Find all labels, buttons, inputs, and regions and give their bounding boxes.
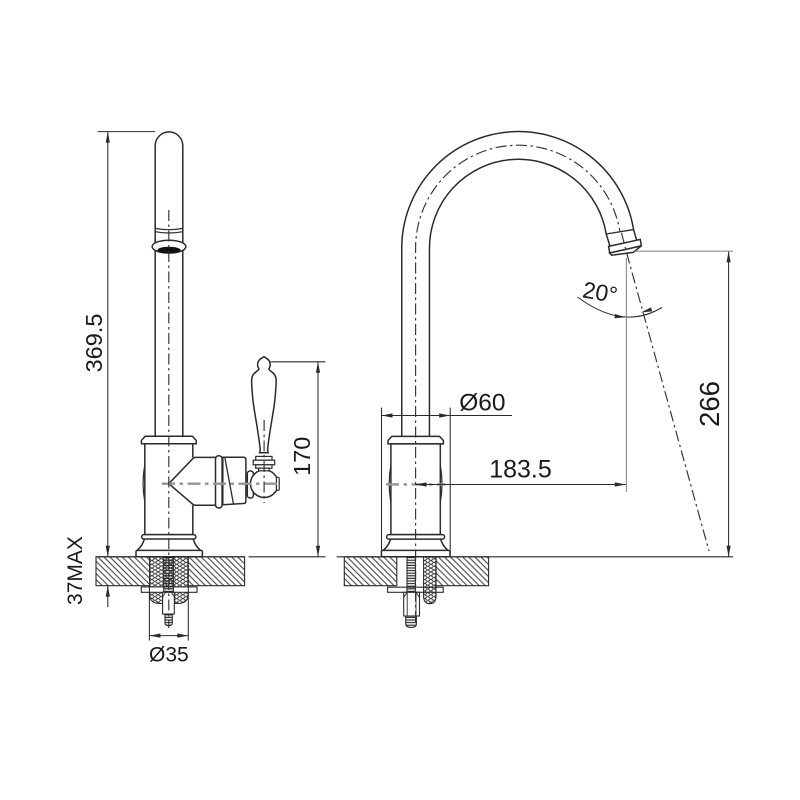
svg-text:266: 266	[694, 381, 725, 427]
svg-text:37MAX: 37MAX	[64, 536, 87, 605]
svg-text:Ø60: Ø60	[459, 389, 505, 416]
svg-text:170: 170	[289, 437, 315, 476]
svg-text:Ø35: Ø35	[149, 643, 189, 666]
svg-text:369.5: 369.5	[81, 314, 107, 373]
svg-text:183.5: 183.5	[489, 455, 552, 483]
svg-text:20°: 20°	[581, 276, 620, 308]
